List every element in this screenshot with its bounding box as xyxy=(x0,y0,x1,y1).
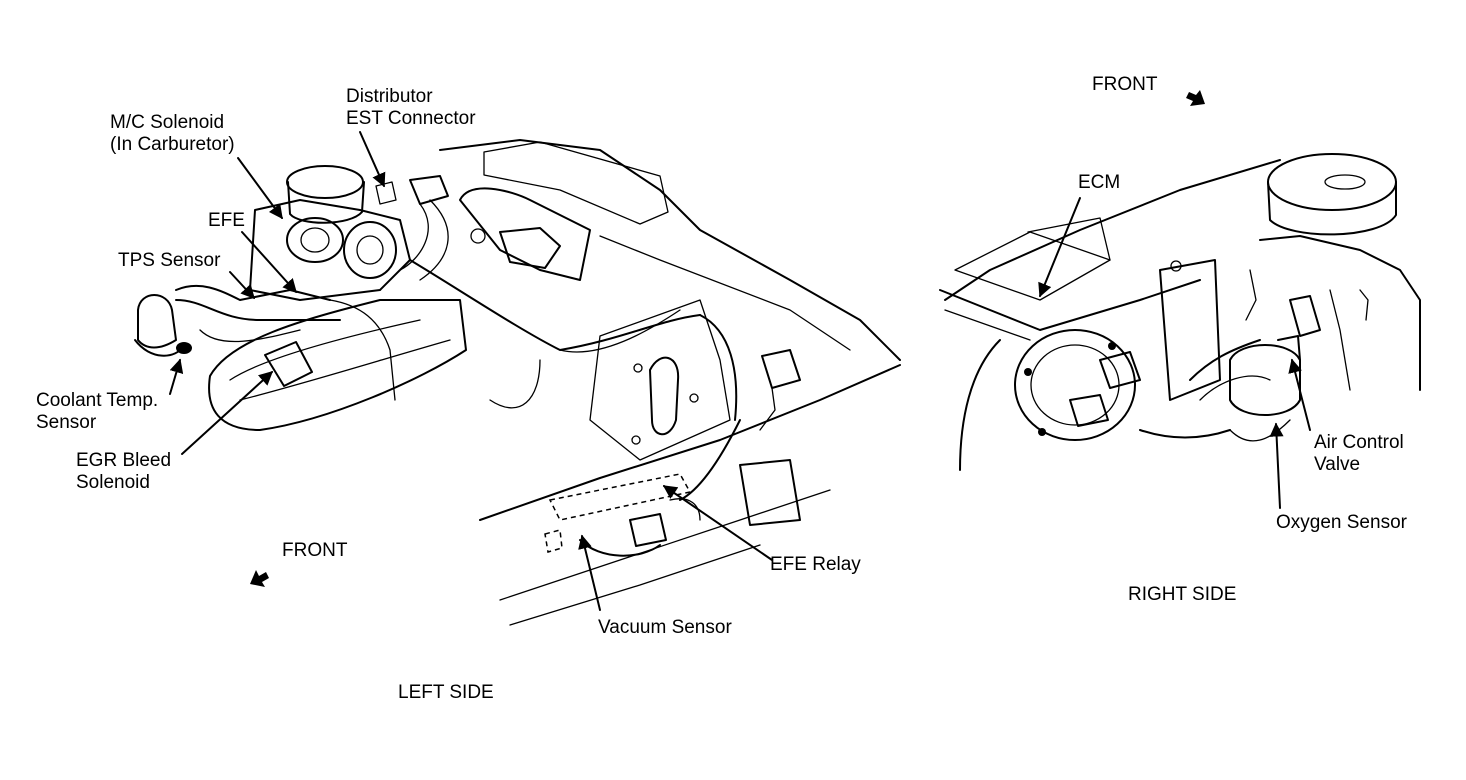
coolant-leader xyxy=(169,358,184,395)
label-ecm: ECM xyxy=(1078,172,1121,193)
label-mc-solenoid-line2: (In Carburetor) xyxy=(110,134,235,155)
mc-solenoid-leader xyxy=(237,157,283,220)
label-tps-sensor: TPS Sensor xyxy=(118,250,221,271)
label-efe: EFE xyxy=(208,210,245,231)
label-distributor: Distributor EST Connector xyxy=(346,86,476,130)
label-mc-solenoid: M/C Solenoid (In Carburetor) xyxy=(110,112,235,156)
label-front-right: FRONT xyxy=(1092,74,1158,95)
label-efe-relay: EFE Relay xyxy=(770,554,861,575)
label-vacuum-sensor: Vacuum Sensor xyxy=(598,617,732,638)
label-distributor-line1: Distributor xyxy=(346,86,433,107)
label-left-side: LEFT SIDE xyxy=(398,682,494,703)
label-air-control-line2: Valve xyxy=(1314,454,1361,475)
label-coolant-temp-line2: Sensor xyxy=(36,412,97,433)
ecm-leader xyxy=(1038,197,1081,298)
label-coolant-temp-line1: Coolant Temp. xyxy=(36,390,159,411)
label-egr-bleed-line1: EGR Bleed xyxy=(76,450,172,471)
label-distributor-line2: EST Connector xyxy=(346,108,476,129)
distributor-leader xyxy=(359,131,386,188)
label-right-side: RIGHT SIDE xyxy=(1128,584,1237,605)
label-air-control-line1: Air Control xyxy=(1314,432,1404,453)
front-arrow-icon xyxy=(250,570,269,587)
vacuum-sensor-leader xyxy=(578,534,601,611)
air-control-leader xyxy=(1288,358,1311,431)
front-arrow-icon xyxy=(1186,90,1205,106)
label-oxygen-sensor: Oxygen Sensor xyxy=(1276,512,1407,533)
efe-leader xyxy=(241,231,297,294)
label-coolant-temp-sensor: Coolant Temp. Sensor xyxy=(36,390,158,434)
efe-relay-leader xyxy=(662,485,773,561)
label-egr-bleed-line2: Solenoid xyxy=(76,472,150,493)
label-front-left: FRONT xyxy=(282,540,348,561)
tps-leader xyxy=(229,271,255,300)
label-egr-bleed-solenoid: EGR Bleed Solenoid xyxy=(76,450,171,494)
egr-leader xyxy=(181,371,274,455)
label-air-control-valve: Air Control Valve xyxy=(1314,432,1404,476)
label-mc-solenoid-line1: M/C Solenoid xyxy=(110,112,225,133)
oxygen-sensor-leader xyxy=(1269,422,1284,509)
